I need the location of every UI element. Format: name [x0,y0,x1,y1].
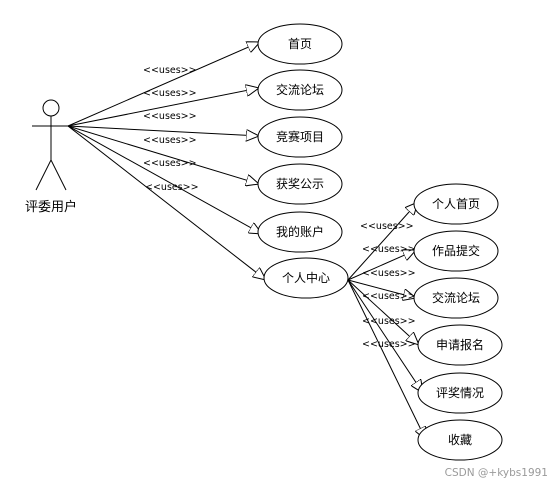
personal-relation-4 [347,279,423,393]
primary-use-case-forum[interactable]: 交流论坛 [257,69,343,111]
actor-right-leg [50,159,67,191]
sub-use-case-p-forum[interactable]: 交流论坛 [413,277,499,319]
use-case-label: 我的账户 [276,224,324,239]
actor-relation-3 [67,125,259,184]
use-case-ellipse [417,324,503,366]
sub-use-case-p-review[interactable]: 评奖情况 [417,372,503,414]
actor-left-leg [35,159,52,191]
primary-use-case-personal[interactable]: 个人中心 [263,257,349,299]
personal-relation-2 [347,279,416,298]
use-cases-layer: 首页交流论坛竞赛项目获奖公示我的账户个人中心个人首页作品提交交流论坛申请报名评奖… [257,23,503,461]
use-case-ellipse [413,230,499,272]
personal-relation-label-1: <<uses>> [362,244,416,255]
personal-relation-label-5: <<uses>> [362,339,416,350]
primary-use-case-account[interactable]: 我的账户 [257,211,343,253]
actor-label: 评委用户 [25,199,77,215]
sub-use-case-p-fav[interactable]: 收藏 [417,419,503,461]
actor-relation-1 [67,88,259,127]
primary-use-case-awards[interactable]: 获奖公示 [257,163,343,205]
use-case-ellipse [263,257,349,299]
actor-relation-4 [67,125,262,234]
primary-use-case-projects[interactable]: 竞赛项目 [257,116,343,158]
use-case-label: 作品提交 [432,243,480,258]
actor-head [42,99,60,117]
use-case-label: 评奖情况 [436,386,484,400]
use-case-label: 收藏 [448,433,472,447]
use-case-ellipse [257,163,343,205]
use-case-ellipse [417,372,503,414]
actor-relation-label-3: <<uses>> [143,135,197,146]
personal-relation-label-4: <<uses>> [362,316,416,327]
personal-relation-5 [347,279,426,440]
actor-relation-2 [67,125,259,136]
actor-relation-label-2: <<uses>> [143,111,197,122]
actor-relation-0 [67,42,260,127]
use-case-label: 获奖公示 [276,177,324,191]
use-case-label: 申请报名 [436,337,484,352]
personal-relation-0 [347,202,418,281]
use-case-label: 交流论坛 [432,290,480,305]
watermark: CSDN @+kybs1991 [445,467,548,479]
actor-relation-5 [67,125,266,280]
personal-relation-label-0: <<uses>> [360,221,414,232]
use-case-ellipse [417,419,503,461]
use-case-label: 个人首页 [432,197,480,211]
primary-use-case-home[interactable]: 首页 [257,23,343,65]
sub-use-case-p-apply[interactable]: 申请报名 [417,324,503,366]
relation-labels-layer: <<uses>> <<uses>> <<uses>> <<uses>> <<uses>>… [143,65,416,350]
actor-relation-label-4: <<uses>> [143,158,197,169]
use-case-ellipse [257,211,343,253]
personal-relation-1 [347,250,416,281]
use-case-label: 交流论坛 [276,82,324,97]
relations-layer [67,42,426,440]
actor-relation-label-1: <<uses>> [143,88,197,99]
actor-relation-label-0: <<uses>> [143,65,197,76]
personal-relation-label-2: <<uses>> [362,268,416,279]
use-case-label: 竞赛项目 [276,129,324,144]
use-case-ellipse [257,69,343,111]
personal-relation-3 [347,279,419,345]
use-case-ellipse [257,116,343,158]
sub-use-case-p-home[interactable]: 个人首页 [413,183,499,225]
personal-relation-label-3: <<uses>> [362,291,416,302]
use-case-ellipse [257,23,343,65]
actor-figure [32,99,70,191]
use-case-label: 个人中心 [282,270,330,285]
use-case-label: 首页 [288,37,312,51]
sub-use-case-p-submit[interactable]: 作品提交 [413,230,499,272]
use-case-ellipse [413,183,499,225]
actor-relation-label-5: <<uses>> [145,182,199,193]
use-case-ellipse [413,277,499,319]
